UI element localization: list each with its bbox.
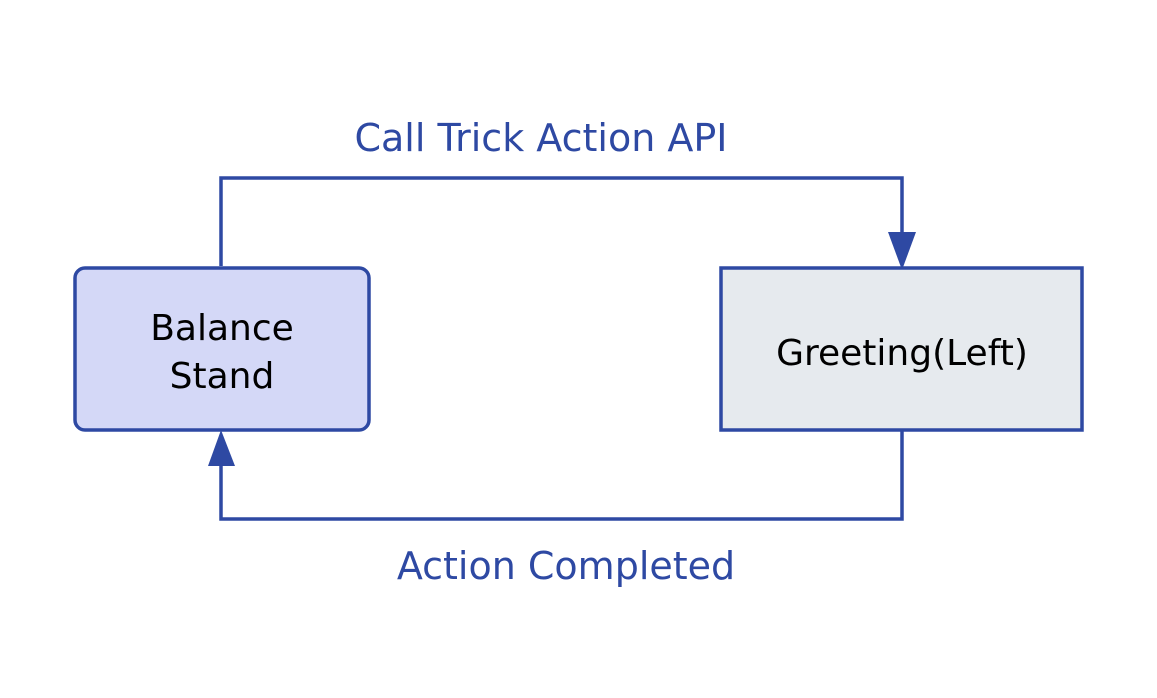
edge-action-completed [208,430,904,521]
node-greeting-left: Greeting(Left) [719,266,1084,432]
node-greeting-left-label: Greeting(Left) [776,333,1028,374]
node-balance-stand-label-line1: Balance [150,308,294,349]
edge-call-trick-label: Call Trick Action API [354,116,727,160]
edge-call-trick [219,176,916,270]
edge-call-trick-line [219,176,904,266]
arrowhead-down-icon [888,232,916,270]
node-balance-stand-box [73,266,371,432]
edge-action-completed-line [219,431,904,521]
edge-action-completed-label: Action Completed [397,544,735,588]
arrowhead-up-icon [208,430,235,466]
node-balance-stand: Balance Stand [73,266,371,432]
node-greeting-left-box [719,266,1084,432]
node-balance-stand-label-line2: Stand [170,356,275,397]
